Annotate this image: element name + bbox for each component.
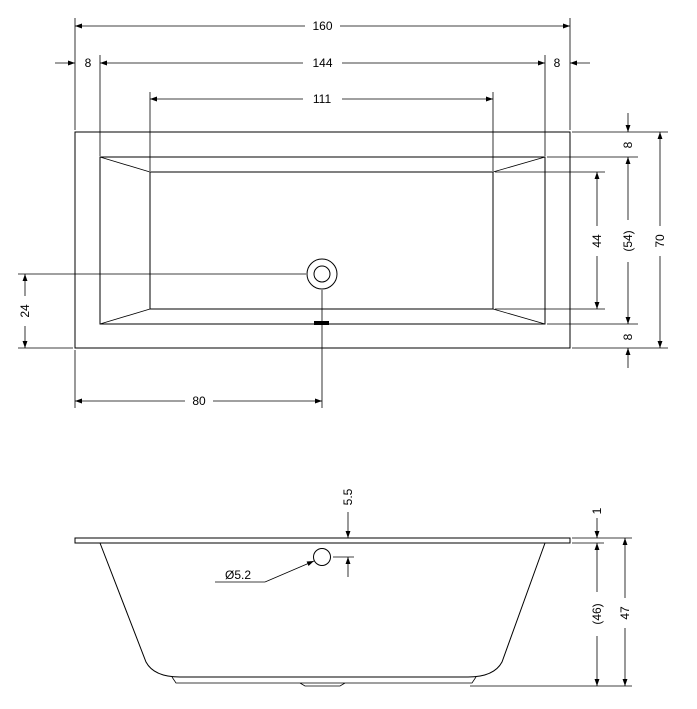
label-drain-offset-y: 24	[18, 304, 32, 318]
label-inner-width: (54)	[621, 230, 635, 251]
dim-drain-offset-x: 80	[75, 394, 322, 408]
label-overall-depth: 47	[618, 606, 632, 620]
side-tub-body	[99, 542, 546, 678]
dim-rim-bottom: 8	[621, 333, 635, 368]
top-view: 160 8 144 8 111 8	[18, 18, 668, 408]
side-rim	[74, 537, 571, 544]
dim-drain-offset-y: 24	[18, 274, 32, 348]
overflow-slot	[314, 321, 329, 325]
drain-outer-circle	[306, 258, 338, 290]
label-bottom-width: 44	[590, 234, 604, 248]
dim-bottom-length: 111	[150, 92, 493, 106]
dim-inner-depth: (46)	[590, 543, 604, 686]
side-tub-feet	[171, 676, 477, 687]
side-view: Ø5.2 5.5 1 (46)	[74, 488, 632, 687]
tub-outer-rim	[74, 131, 571, 349]
side-extension-lines	[470, 537, 632, 687]
dim-overflow-height: 5.5	[333, 488, 355, 577]
dim-rim-right: 8	[554, 56, 590, 70]
dim-inner-width: (54)	[621, 157, 635, 324]
dim-rim-left: 8	[55, 56, 92, 70]
label-rim-left: 8	[85, 56, 92, 70]
label-inner-depth: (46)	[590, 603, 604, 624]
drain-inner-circle	[313, 265, 331, 283]
dim-inner-length: 144	[100, 56, 545, 70]
label-overall-length: 160	[312, 19, 332, 33]
label-rim-top: 8	[621, 141, 635, 148]
label-overflow-height: 5.5	[341, 488, 355, 505]
label-rim-right: 8	[554, 56, 561, 70]
label-rim-bottom: 8	[621, 333, 635, 340]
dim-overall-width: 70	[653, 132, 667, 348]
label-inner-length: 144	[312, 56, 332, 70]
dim-bottom-width: 44	[590, 172, 604, 309]
dim-rim-top: 8	[621, 113, 635, 148]
dim-overflow-diameter: Ø5.2	[215, 560, 315, 583]
dim-overall-depth: 47	[618, 538, 632, 686]
label-rim-thickness: 1	[590, 507, 604, 514]
dim-rim-thickness: 1	[590, 507, 604, 538]
overflow-hole	[313, 548, 331, 566]
label-drain-offset-x: 80	[192, 394, 206, 408]
tub-inner-edge	[99, 156, 546, 325]
label-overflow-diameter: Ø5.2	[225, 568, 251, 582]
tub-bevel-lines	[99, 156, 546, 325]
label-bottom-length: 111	[313, 92, 332, 106]
extension-lines	[18, 18, 668, 408]
tub-bottom	[149, 171, 494, 310]
dim-overall-length: 160	[75, 19, 570, 33]
label-overall-width: 70	[653, 234, 667, 248]
